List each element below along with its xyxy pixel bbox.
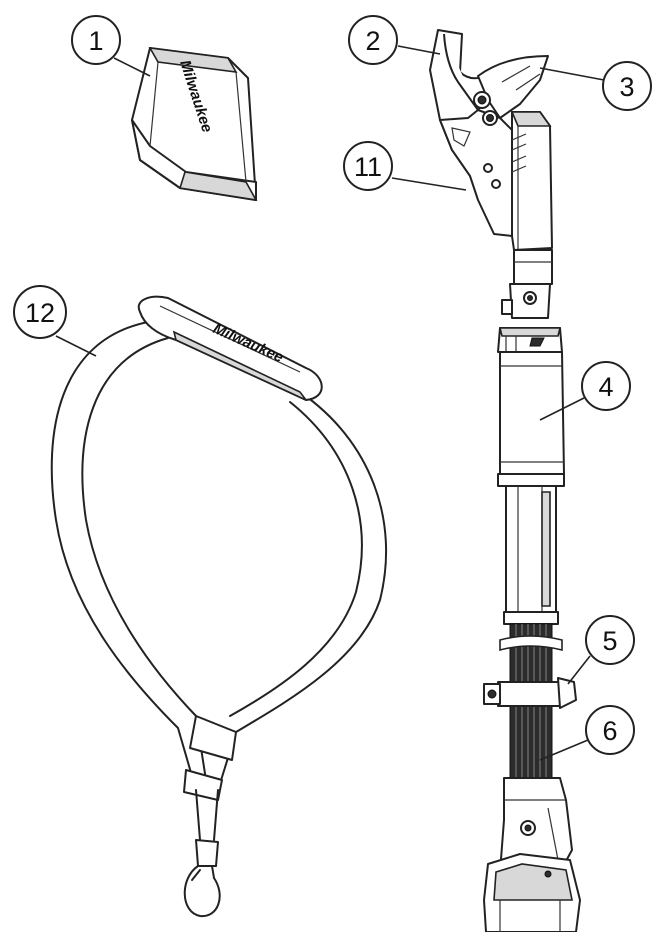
pole-lopper-icon (429, 29, 581, 932)
svg-text:5: 5 (602, 626, 617, 656)
svg-text:11: 11 (354, 152, 382, 182)
blade-cover-icon: Milwaukee (131, 47, 258, 202)
shoulder-strap-icon: Milwaukee (50, 295, 388, 918)
callout-1: 1 (71, 15, 121, 65)
callout-11: 11 (343, 141, 393, 191)
callout-6: 6 (585, 705, 635, 755)
callout-3: 3 (602, 61, 652, 111)
callout-5: 5 (585, 615, 635, 665)
svg-text:6: 6 (602, 716, 617, 746)
svg-text:2: 2 (365, 26, 380, 56)
svg-text:4: 4 (598, 372, 613, 402)
svg-text:12: 12 (25, 298, 55, 328)
callout-2: 2 (348, 15, 398, 65)
callout-4: 4 (581, 361, 631, 411)
callout-12: 12 (13, 285, 67, 339)
svg-text:1: 1 (88, 26, 103, 56)
svg-text:3: 3 (619, 72, 634, 102)
